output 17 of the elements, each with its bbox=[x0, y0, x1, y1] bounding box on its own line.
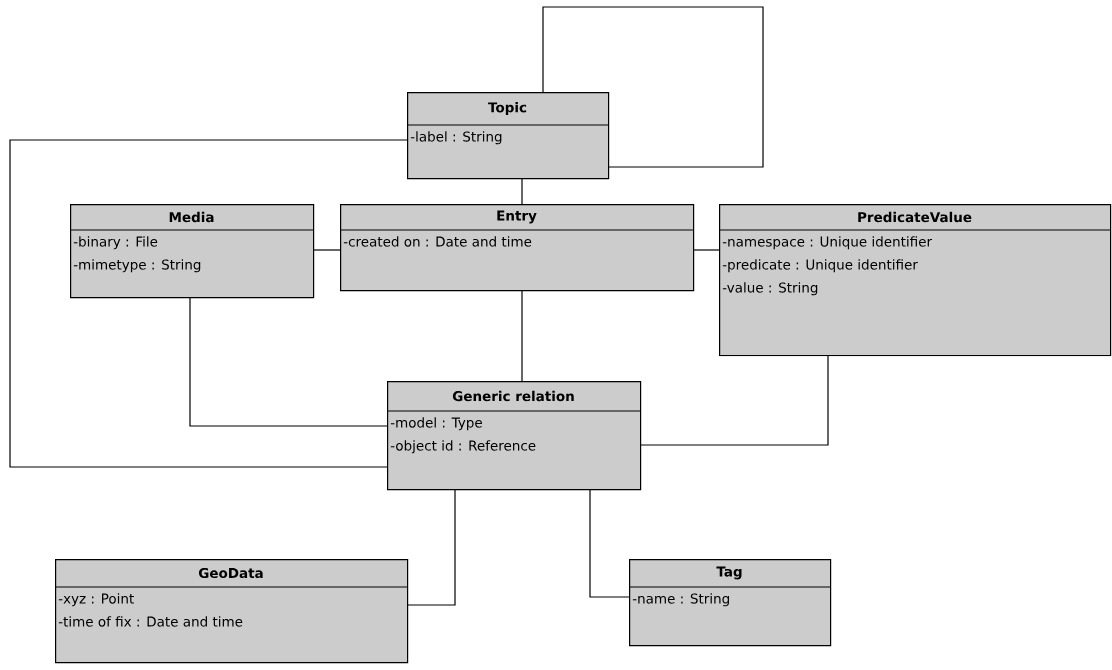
connector-line bbox=[189, 296, 388, 427]
class-box: PredicateValue -namespace : Unique identifier -predicate : Unique identifier -value : String bbox=[718, 204, 1112, 357]
connector-line bbox=[542, 6, 764, 168]
connector-line bbox=[312, 249, 341, 251]
connector-line bbox=[589, 488, 630, 598]
class-box: Media -binary : File -mimetype : String bbox=[69, 204, 315, 299]
connector-line bbox=[521, 289, 523, 382]
connector-line bbox=[521, 177, 523, 205]
class-box: Entry -created on : Date and time bbox=[339, 204, 695, 292]
connector-line bbox=[639, 354, 829, 446]
class-box: Generic relation -model : Type -object id : Reference bbox=[386, 381, 642, 491]
class-box: Tag -name : String bbox=[628, 559, 832, 647]
connector-line bbox=[406, 488, 456, 606]
connector-line bbox=[692, 249, 720, 251]
class-box: GeoData -xyz : Point -time of fix : Date and time bbox=[54, 559, 409, 664]
connector-line bbox=[9, 139, 408, 468]
class-box: Topic -label : String bbox=[406, 92, 610, 180]
